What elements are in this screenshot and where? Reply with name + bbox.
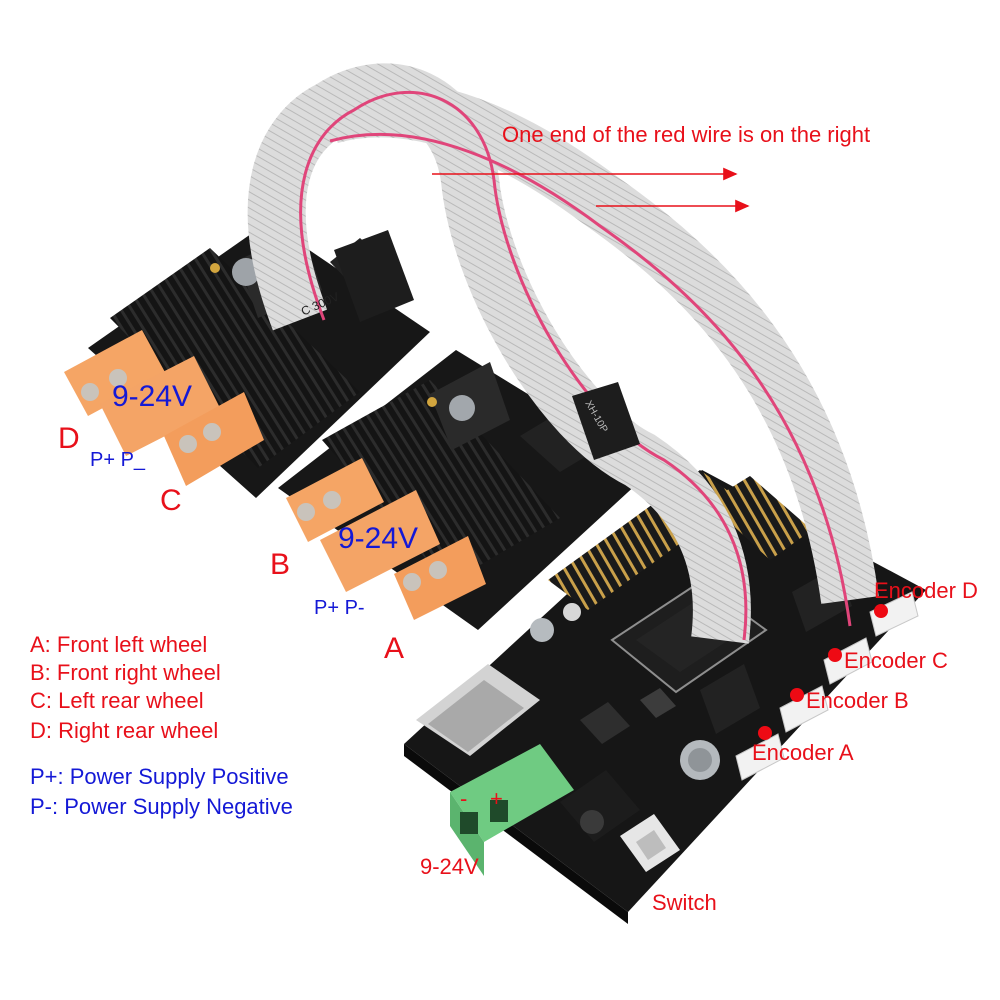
wheel-label-b: B bbox=[270, 548, 291, 581]
encoder-b-label: Encoder B bbox=[806, 688, 909, 713]
legend-c: C: Left rear wheel bbox=[30, 688, 204, 713]
wheel-label-a: A bbox=[384, 632, 405, 665]
ribbon-cable bbox=[247, 63, 879, 644]
driver-voltage-label-1: 9-24V bbox=[112, 380, 193, 413]
encoder-d-marker bbox=[874, 604, 888, 618]
encoder-a-marker bbox=[758, 726, 772, 740]
polarity-label-2: P+ P- bbox=[314, 597, 365, 619]
legend-p-plus: P+: Power Supply Positive bbox=[30, 764, 289, 789]
legend-p-minus: P-: Power Supply Negative bbox=[30, 794, 293, 819]
legend-b: B: Front right wheel bbox=[30, 660, 221, 685]
terminal-plus-label: + bbox=[490, 786, 503, 811]
motor-driver-board-1 bbox=[64, 222, 430, 498]
switch-label: Switch bbox=[652, 890, 717, 915]
encoder-b-marker bbox=[790, 688, 804, 702]
red-wire-note: One end of the red wire is on the right bbox=[502, 122, 871, 147]
wheel-label-c: C bbox=[160, 484, 182, 517]
polarity-label-1: P+ P_ bbox=[90, 449, 146, 471]
wheel-label-d: D bbox=[58, 422, 80, 455]
legend-a: A: Front left wheel bbox=[30, 632, 208, 657]
legend-d: D: Right rear wheel bbox=[30, 718, 219, 743]
terminal-minus-label: - bbox=[460, 786, 468, 811]
encoder-d-label: Encoder D bbox=[874, 578, 978, 603]
encoder-c-label: Encoder C bbox=[844, 648, 948, 673]
encoder-a-label: Encoder A bbox=[752, 740, 854, 765]
encoder-c-marker bbox=[828, 648, 842, 662]
driver-voltage-label-2: 9-24V bbox=[338, 522, 419, 555]
input-voltage-label: 9-24V bbox=[420, 854, 479, 879]
